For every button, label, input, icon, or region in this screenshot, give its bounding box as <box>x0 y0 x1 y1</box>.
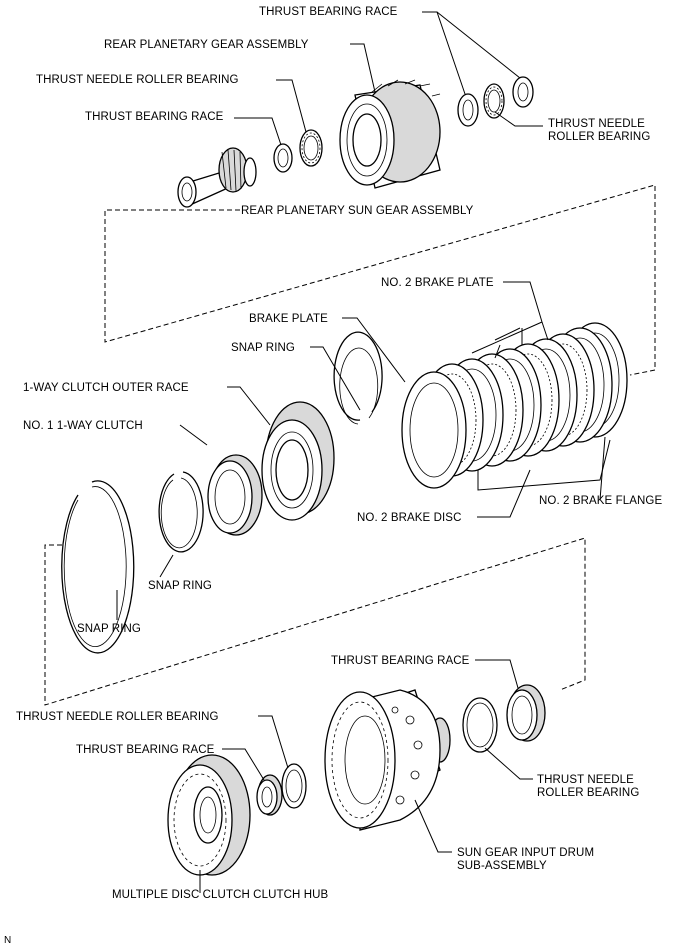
thrust-bearing-race-lower-right-part <box>506 684 546 742</box>
label-one-way-clutch-outer-race: 1-WAY CLUTCH OUTER RACE <box>23 382 189 394</box>
label-multiple-disc-clutch-hub: MULTIPLE DISC CLUTCH CLUTCH HUB <box>112 889 329 901</box>
label-thrust-needle-roller-bearing-lower-left: THRUST NEEDLE ROLLER BEARING <box>16 711 219 723</box>
label-sun-gear-input-drum-2: SUB-ASSEMBLY <box>457 860 547 872</box>
thrust-needle-roller-bearing-lower-right-part <box>462 697 498 753</box>
label-thrust-needle-roller-bearing-right-2: ROLLER BEARING <box>548 131 651 143</box>
label-thrust-needle-roller-bearing-1: THRUST NEEDLE ROLLER BEARING <box>36 74 239 86</box>
top-right-races-part <box>457 76 534 127</box>
label-snap-ring-1: SNAP RING <box>231 342 295 354</box>
label-snap-ring-3: SNAP RING <box>77 623 141 635</box>
thrust-bearing-race-small-part <box>273 143 293 173</box>
one-way-clutch-outer-race-part <box>261 401 335 521</box>
label-no2-brake-flange: NO. 2 BRAKE FLANGE <box>539 495 663 507</box>
label-no1-one-way-clutch: NO. 1 1-WAY CLUTCH <box>23 420 143 432</box>
label-thrust-needle-roller-bearing-lower-right-2: ROLLER BEARING <box>537 787 640 799</box>
label-thrust-bearing-race-lower-left: THRUST BEARING RACE <box>76 744 215 756</box>
label-thrust-bearing-race-lower-right: THRUST BEARING RACE <box>331 655 470 667</box>
label-no2-brake-disc: NO. 2 BRAKE DISC <box>357 512 462 524</box>
sun-gear-input-drum-part <box>324 689 451 831</box>
thrust-needle-roller-bearing-lower-left-part <box>281 763 307 809</box>
label-thrust-bearing-race-2: THRUST BEARING RACE <box>85 111 224 123</box>
label-thrust-bearing-race-top: THRUST BEARING RACE <box>259 6 398 18</box>
label-sun-gear-input-drum-1: SUN GEAR INPUT DRUM <box>457 847 595 859</box>
rear-planetary-gear-part <box>339 79 441 189</box>
lower-dashed-guide <box>44 537 586 706</box>
multiple-disc-clutch-hub-part <box>167 754 251 876</box>
no1-one-way-clutch-part <box>207 454 263 536</box>
label-rear-planetary-gear-assembly: REAR PLANETARY GEAR ASSEMBLY <box>104 39 309 51</box>
thrust-bearing-race-lower-left-part <box>256 774 283 816</box>
label-no2-brake-plate: NO. 2 BRAKE PLATE <box>381 277 494 289</box>
snap-ring-small-part <box>158 471 204 553</box>
snap-ring-mid-part <box>333 331 383 425</box>
upper-dashed-guide <box>104 184 656 376</box>
label-brake-plate: BRAKE PLATE <box>249 313 328 325</box>
rear-planetary-sun-gear-part <box>177 147 257 208</box>
label-snap-ring-2: SNAP RING <box>148 580 212 592</box>
label-rear-planetary-sun-gear-assembly: REAR PLANETARY SUN GEAR ASSEMBLY <box>241 205 474 217</box>
brake-pack-part <box>401 322 628 489</box>
thrust-needle-roller-bearing-part <box>299 129 323 167</box>
label-thrust-needle-roller-bearing-lower-right-1: THRUST NEEDLE <box>537 774 634 786</box>
corner-code: N <box>4 935 12 946</box>
label-thrust-needle-roller-bearing-right-1: THRUST NEEDLE <box>548 118 645 130</box>
snap-ring-large-part <box>61 480 135 654</box>
